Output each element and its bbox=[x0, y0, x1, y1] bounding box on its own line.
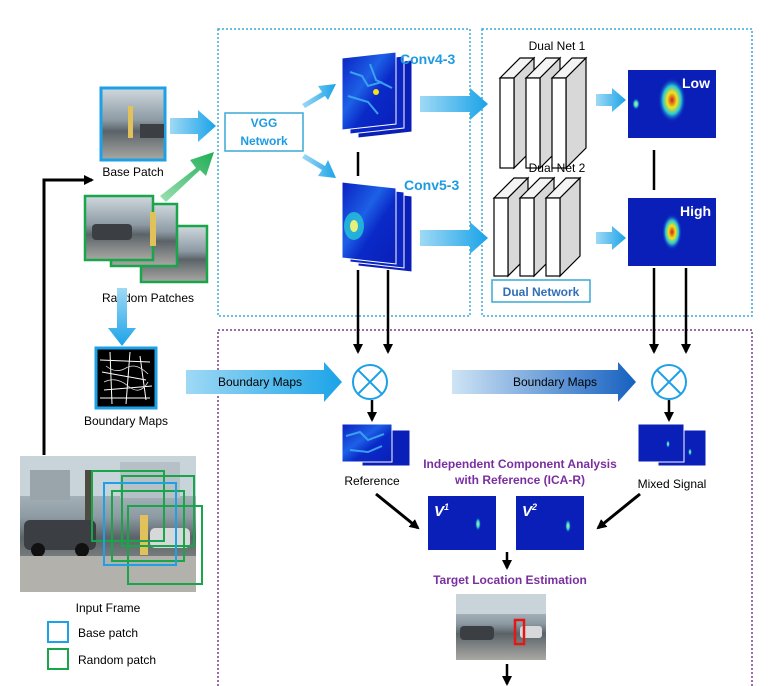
reference-label: Reference bbox=[344, 474, 400, 488]
random-patches-image bbox=[83, 194, 209, 284]
vgg-network-label: VGG bbox=[251, 116, 278, 130]
boundary-map-image bbox=[94, 346, 158, 410]
input-to-patch-arrow bbox=[42, 175, 94, 455]
conv5-to-dualnet2-arrow bbox=[420, 222, 488, 254]
ica-region-frame bbox=[217, 329, 753, 686]
base-patch-image bbox=[99, 86, 167, 162]
v1-label: V1 bbox=[434, 502, 449, 520]
target-location-estimation-label: Target Location Estimation bbox=[433, 573, 587, 587]
mixed-signal-maps bbox=[637, 423, 707, 467]
random-patches-label: Random Patches bbox=[102, 291, 194, 305]
dual-network-region-frame bbox=[481, 28, 753, 317]
mixed-to-ica-arrow bbox=[596, 492, 641, 530]
base-patch-label: Base Patch bbox=[102, 165, 163, 179]
vgg-to-conv4-arrow bbox=[302, 84, 336, 108]
legend-base-swatch bbox=[47, 621, 69, 643]
dual-net-1-layers bbox=[498, 56, 588, 170]
patches-to-boundary-arrow bbox=[108, 288, 136, 346]
v2-map bbox=[516, 496, 584, 550]
legend-random-swatch bbox=[47, 648, 69, 670]
dual-network-label: Dual Network bbox=[503, 285, 580, 299]
high-heatmap bbox=[628, 198, 716, 266]
dual-network-box bbox=[491, 279, 591, 303]
legend-base-label: Base patch bbox=[78, 626, 138, 640]
legend-random-label: Random patch bbox=[78, 653, 156, 667]
ica-r-title-line1: Independent Component Analysis bbox=[423, 457, 617, 471]
boundary-maps-arrow-2 bbox=[452, 362, 636, 402]
conv4-3-label: Conv4-3 bbox=[400, 51, 455, 67]
output-frame-image bbox=[456, 594, 546, 660]
conv4-to-dualnet1-arrow bbox=[420, 88, 488, 120]
boundary-maps-arrow-1 bbox=[186, 362, 342, 402]
boundary-maps-left-label: Boundary Maps bbox=[84, 414, 168, 428]
input-frame-patches bbox=[91, 470, 203, 585]
input-frame-label: Input Frame bbox=[76, 601, 141, 615]
high-label: High bbox=[680, 203, 711, 219]
v2-label: V2 bbox=[522, 502, 537, 520]
boundary-maps-arrow1-label: Boundary Maps bbox=[218, 375, 302, 389]
mixed-signal-label: Mixed Signal bbox=[638, 477, 707, 491]
multiply-operator-left bbox=[352, 364, 388, 400]
ica-r-title-line2: with Reference (ICA-R) bbox=[454, 473, 585, 487]
multiply-operator-right bbox=[651, 364, 687, 400]
conv5-3-feature-maps bbox=[341, 181, 413, 273]
vgg-to-conv5-arrow bbox=[302, 154, 336, 178]
low-label: Low bbox=[682, 75, 710, 91]
vgg-network-label-2: Network bbox=[240, 134, 288, 148]
boundary-maps-arrow2-label: Boundary Maps bbox=[513, 375, 597, 389]
vgg-region-frame bbox=[217, 28, 471, 317]
low-heatmap bbox=[628, 70, 716, 138]
reference-to-ica-arrow bbox=[375, 492, 420, 530]
base-to-vgg-arrow bbox=[170, 110, 216, 142]
random-to-vgg-arrow bbox=[160, 152, 214, 202]
reference-maps bbox=[341, 423, 411, 467]
dualnet1-to-low-arrow bbox=[596, 88, 626, 112]
conv4-3-feature-maps bbox=[341, 51, 413, 139]
v1-map bbox=[428, 496, 496, 550]
dualnet2-to-high-arrow bbox=[596, 226, 626, 250]
dual-net-2-layers bbox=[492, 176, 582, 278]
dual-net-2-label: Dual Net 2 bbox=[529, 161, 586, 175]
dual-net-1-label: Dual Net 1 bbox=[529, 39, 586, 53]
vgg-network-box bbox=[224, 112, 304, 152]
conv5-3-label: Conv5-3 bbox=[404, 177, 459, 193]
